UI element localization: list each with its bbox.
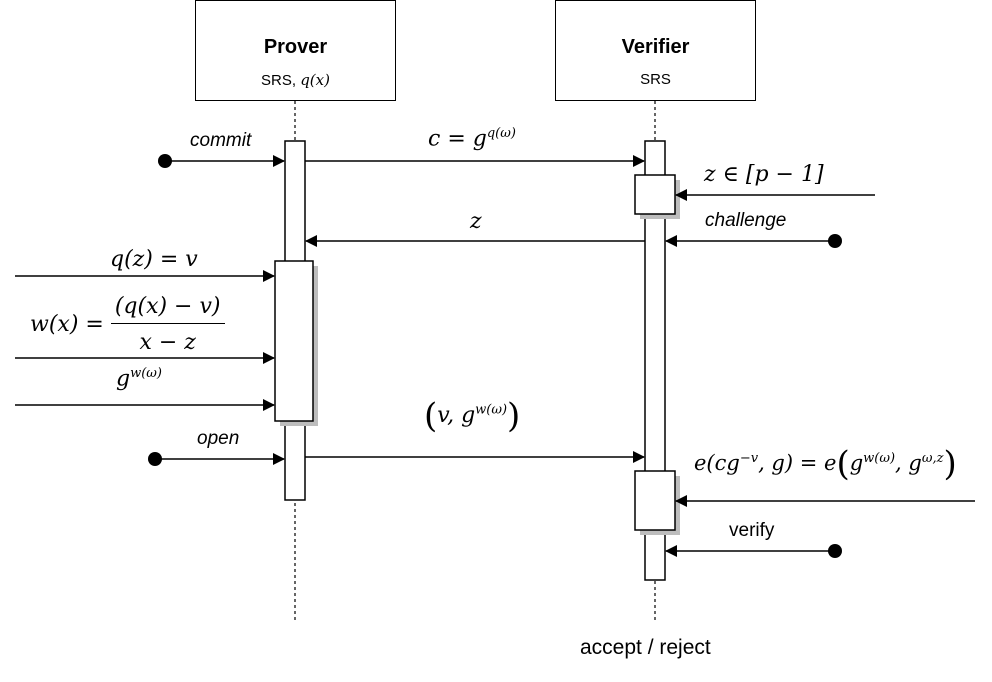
prover-inner-activation <box>274 260 314 422</box>
commitment-exponent: q(ω) <box>486 126 516 141</box>
proof-v: v, g <box>437 403 476 428</box>
verifier-challenge-activation <box>634 174 676 215</box>
prover-subtitle-math: q(x) <box>300 71 330 89</box>
pairing-mid: , g) = e <box>758 451 837 475</box>
challenge-label: challenge <box>705 210 787 231</box>
proof-exponent: w(ω) <box>475 402 508 418</box>
z-message-label: z <box>470 209 482 234</box>
wx-fraction: (q(x) − v) x − z <box>110 294 225 355</box>
proof-label: (v, gw(ω)) <box>424 396 521 436</box>
commitment-lhs: c = g <box>428 126 487 152</box>
prover-title: Prover <box>263 36 328 58</box>
commit-label: commit <box>190 130 252 151</box>
verify-label: verify <box>729 520 775 541</box>
verifier-box: Verifier SRS <box>555 0 756 101</box>
pairing-g2: , g <box>895 451 922 475</box>
pairing-left-exponent: −v <box>739 451 759 466</box>
prover-box: Prover SRS, q(x) <box>195 0 396 101</box>
prover-subtitle-text: SRS, <box>261 72 301 89</box>
commitment-label: c = gq(ω) <box>428 126 516 151</box>
qz-label: q(z) = v <box>110 247 198 272</box>
pairing-g1: g <box>849 451 864 475</box>
pairing-check-label: e(cg−v, g) = e(gw(ω), gω,z) <box>694 444 957 484</box>
prover-subtitle: SRS, q(x) <box>196 71 395 89</box>
gw-base: g <box>116 366 131 392</box>
pairing-g2-exponent: ω,z <box>921 451 944 466</box>
wx-lhs: w(x) = <box>30 312 111 337</box>
pairing-left: e(cg <box>694 451 740 475</box>
verifier-subtitle: SRS <box>640 71 671 88</box>
wx-label: w(x) = (q(x) − v) x − z <box>30 294 225 355</box>
wx-denominator: x − z <box>139 330 196 355</box>
verifier-title: Verifier <box>621 36 690 58</box>
open-label: open <box>197 428 240 449</box>
verifier-check-activation <box>634 470 676 531</box>
gw-exponent: w(ω) <box>130 366 162 381</box>
gw-label: gw(ω) <box>116 366 162 391</box>
wx-numerator: (q(x) − v) <box>110 294 225 324</box>
pairing-g1-exponent: w(ω) <box>863 451 896 466</box>
outcome-label: accept / reject <box>580 636 711 659</box>
z-range-label: z ∈ [p − 1] <box>704 162 824 187</box>
